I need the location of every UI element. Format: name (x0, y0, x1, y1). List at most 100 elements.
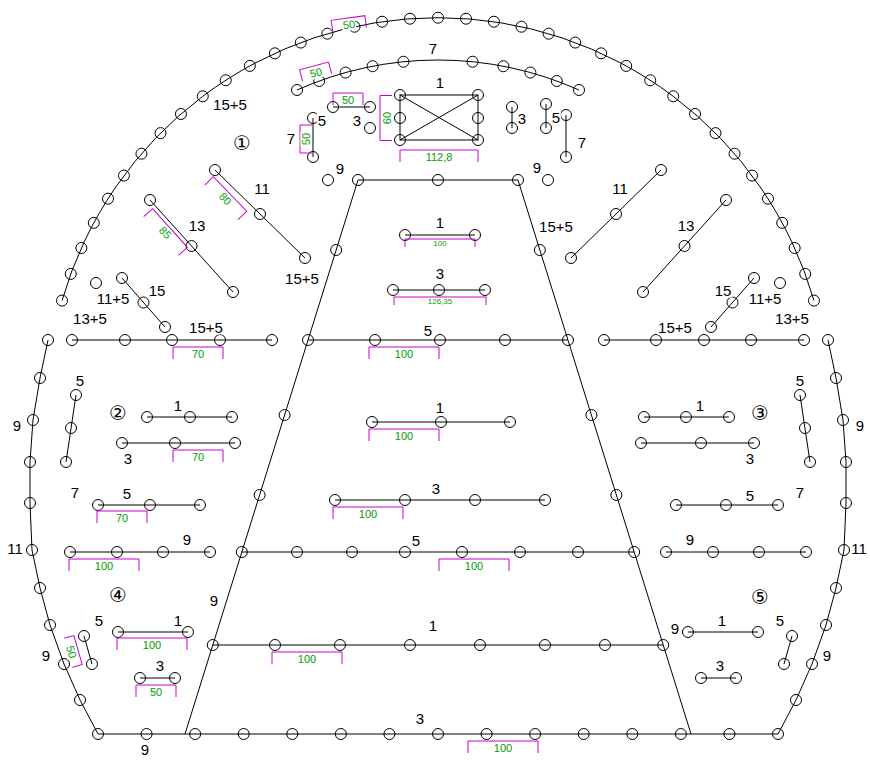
blast-hole (668, 91, 679, 102)
blast-hole (395, 135, 406, 146)
delay-number: 15 (148, 283, 167, 298)
delay-number: 1 (435, 400, 445, 415)
blast-hole (540, 640, 551, 651)
blast-hole (475, 640, 486, 651)
delay-number: 15+5 (212, 97, 248, 112)
blast-hole (516, 21, 527, 32)
blast-hole (395, 90, 406, 101)
dimension-bracket (380, 96, 392, 141)
dimension-value: 112,8 (425, 152, 454, 163)
blast-hole (831, 373, 842, 384)
blast-hole (141, 729, 152, 740)
blast-hole (238, 729, 249, 740)
dimension-bracket (333, 93, 363, 105)
blast-hole (244, 60, 255, 71)
zone-number: ③ (750, 403, 770, 423)
dimension-value: 85 (156, 224, 174, 242)
blast-hole (473, 90, 484, 101)
delay-number: 13+5 (72, 311, 108, 326)
blast-hole (158, 547, 169, 558)
blast-hole (93, 500, 104, 511)
delay-number: 9 (822, 648, 832, 663)
delay-number: 9 (12, 418, 22, 433)
blast-hole (300, 253, 311, 264)
delay-number: 3 (123, 451, 133, 466)
blast-hole (599, 335, 610, 346)
dimension-bracket (300, 62, 332, 81)
delay-number: 9 (335, 161, 345, 176)
blast-hole (515, 547, 526, 558)
blast-hole (800, 423, 811, 434)
hole-line (122, 443, 235, 444)
dimension-value: 100 (297, 654, 317, 665)
delay-number: 7 (795, 485, 805, 500)
hole-line (800, 395, 810, 462)
blast-hole (227, 412, 238, 423)
blast-hole (434, 285, 445, 296)
blast-hole (112, 547, 123, 558)
delay-number: 9 (855, 418, 865, 433)
dimension-value: 50 (149, 687, 163, 698)
dimension-bracket (333, 507, 403, 519)
blast-hole (61, 457, 72, 468)
blast-hole (175, 108, 186, 119)
hole-line (242, 552, 634, 553)
dimension-value: 50 (64, 644, 79, 661)
inner-arch-line (297, 60, 579, 90)
blast-hole (388, 285, 399, 296)
blast-hole (433, 12, 444, 23)
blast-hole (724, 412, 735, 423)
blast-hole (513, 175, 524, 186)
delay-number: 9 (140, 742, 150, 757)
blast-hole (433, 729, 444, 740)
blast-hole (135, 673, 146, 684)
blast-hole (661, 547, 672, 558)
blast-hole (269, 48, 280, 59)
blast-hole (841, 498, 852, 509)
blast-hole (205, 547, 216, 558)
blast-hole (292, 547, 303, 558)
blast-hole (505, 417, 516, 428)
blast-hole (400, 547, 411, 558)
blast-hole (160, 322, 171, 333)
blast-hole (710, 128, 721, 139)
delay-number: 7 (286, 131, 296, 146)
blast-hole (398, 56, 409, 67)
blast-hole (335, 640, 346, 651)
dimension-value: 100 (94, 561, 114, 572)
dimension-value: 100 (394, 431, 414, 442)
hole-line (405, 235, 475, 236)
delay-number: 3 (435, 266, 445, 281)
dimension-value: 50 (341, 95, 355, 106)
blast-hole (155, 128, 166, 139)
blast-hole (551, 76, 562, 87)
blast-hole (136, 148, 147, 159)
blast-hole (808, 295, 819, 306)
blast-hole (43, 335, 54, 346)
dimension-value: 100 (464, 561, 484, 572)
delay-number: 3 (352, 113, 362, 128)
blast-hole (699, 335, 710, 346)
dimension-value: 100 (394, 349, 414, 360)
blast-hole (461, 13, 472, 24)
blast-hole (696, 673, 707, 684)
blast-hole (167, 335, 178, 346)
dimension-bracket (272, 652, 342, 664)
wall-contour (30, 340, 98, 734)
blast-hole (197, 91, 208, 102)
blast-hole (120, 335, 131, 346)
delay-number: 5 (775, 613, 785, 628)
hole-line (644, 417, 729, 418)
blast-hole (498, 61, 509, 72)
dimension-bracket (439, 559, 509, 571)
blast-hole (279, 410, 290, 421)
blast-hole (787, 631, 798, 642)
blast-hole (35, 583, 46, 594)
blast-hole (384, 729, 395, 740)
hole-line (546, 104, 547, 128)
blast-hole (570, 37, 581, 48)
delay-number: 9 (209, 593, 219, 608)
